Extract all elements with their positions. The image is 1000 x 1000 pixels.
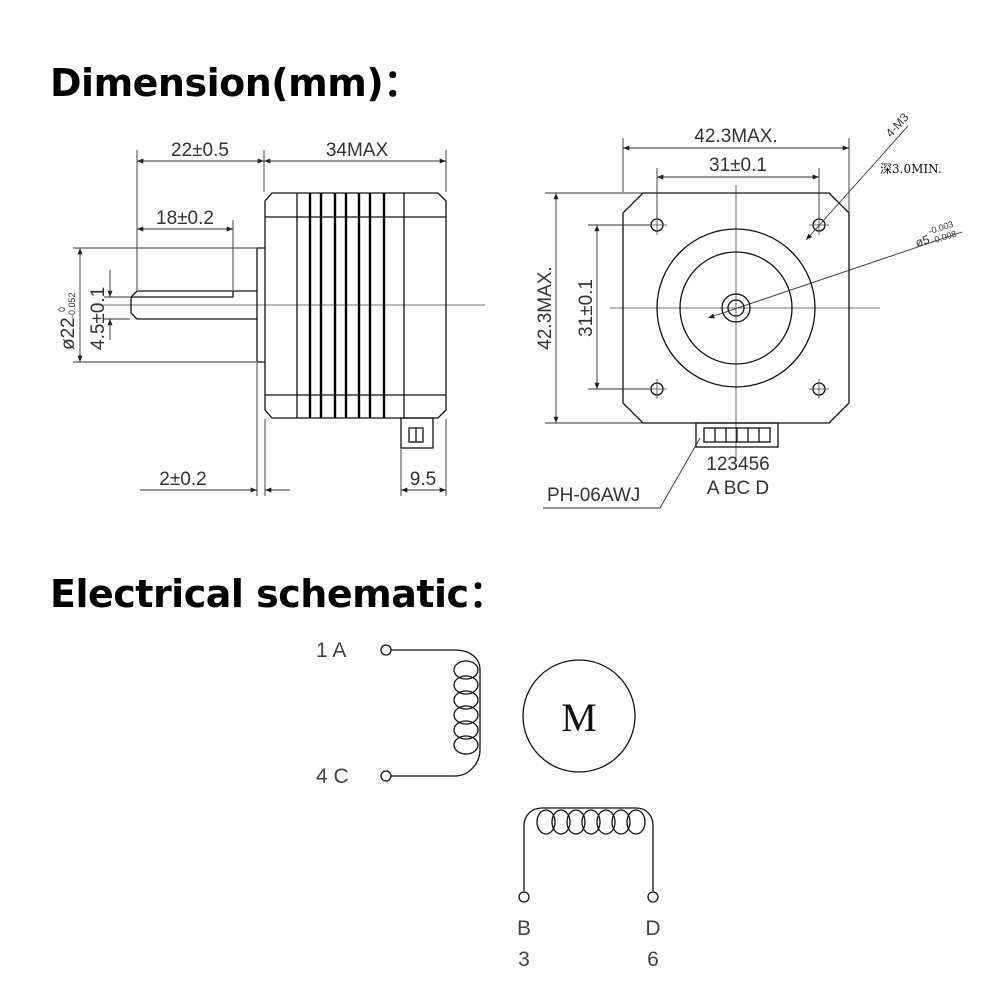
electrical-schematic: 1 A 4 C M B 3 — [316, 639, 661, 971]
motor-shaft — [130, 290, 257, 320]
terminal-1 — [380, 644, 392, 656]
front-connector — [695, 422, 779, 448]
electrical-schematic-heading: Electrical schematic： — [50, 572, 507, 616]
front-outer-circle — [656, 228, 816, 388]
motor-boss — [256, 247, 265, 363]
front-shaft — [721, 293, 751, 323]
motor-symbol — [522, 659, 636, 773]
dim-boss-tol-upper: 0 — [57, 307, 67, 312]
dim-flat-depth: 4.5±0.1 — [88, 287, 109, 350]
mount-hole-bottom-left — [647, 379, 667, 399]
dim-front-width: 42.3MAX. — [694, 126, 777, 147]
dim-boss-diameter: ø22 — [58, 317, 79, 350]
mount-hole-top-left — [647, 215, 667, 235]
side-view: 22±0.5 34MAX 18±0.2 ø22 0 -0.052 4.5±0.1… — [57, 140, 485, 496]
dim-body-length: 34MAX — [326, 140, 389, 161]
terminal-4 — [380, 770, 392, 782]
mount-hole-bottom-right — [809, 379, 829, 399]
side-connector — [400, 417, 434, 449]
pin-4-label: 4 C — [316, 765, 349, 788]
terminal-6 — [647, 891, 659, 903]
dim-shaft-diameter: ø5 — [914, 232, 932, 250]
connector-model-label: PH-06AWJ — [547, 485, 640, 506]
dim-hole-spacing-h: 31±0.1 — [709, 155, 767, 176]
pin-1-label: 1 A — [316, 639, 346, 662]
dim-shaft-length: 22±0.5 — [171, 140, 229, 161]
connector-pin-numbers: 123456 — [706, 454, 769, 475]
front-view: 42.3MAX. 31±0.1 42.3MAX. 31±0.1 4-M3 深3.… — [535, 110, 963, 509]
connector-pin-letters: A BC D — [707, 478, 769, 499]
dim-hole-spacing-v: 31±0.1 — [576, 279, 597, 337]
cooling-fins — [308, 193, 386, 418]
pin-d-letter: D — [645, 917, 660, 940]
dim-flat-length: 18±0.2 — [156, 208, 214, 229]
coil-a-c — [391, 649, 481, 777]
dimension-heading: Dimension(mm)： — [50, 61, 421, 105]
terminal-3 — [518, 891, 530, 903]
pin-b-number: 3 — [518, 948, 530, 971]
dim-boss-height: 2±0.2 — [159, 469, 206, 490]
motor-body — [264, 192, 447, 419]
hole-depth-callout: 深3.0MIN. — [880, 162, 942, 176]
mount-holes-callout: 4-M3 — [883, 110, 912, 140]
dim-front-height: 42.3MAX. — [535, 266, 556, 349]
pin-b-letter: B — [517, 917, 531, 940]
dim-connector-offset: 9.5 — [410, 469, 436, 490]
front-body-outline — [622, 192, 850, 424]
pin-d-number: 6 — [647, 948, 659, 971]
front-boss-circle — [679, 251, 793, 365]
coil-b-d — [523, 807, 654, 891]
motor-symbol-label: M — [561, 695, 597, 740]
dim-boss-tol-lower: -0.052 — [67, 292, 77, 318]
